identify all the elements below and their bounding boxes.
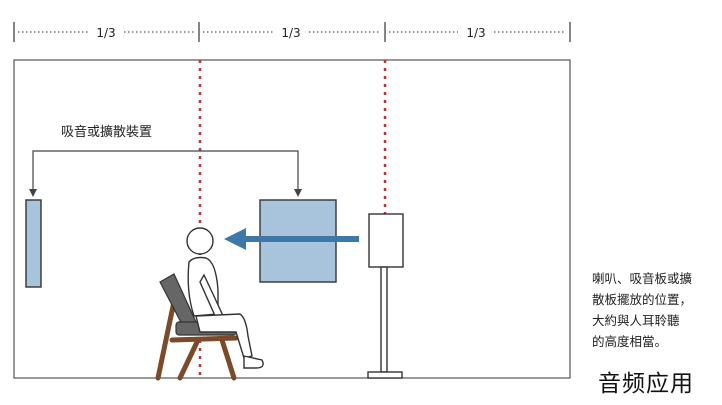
note-line-1: 喇叭、吸音板或擴 xyxy=(592,271,693,286)
watermark: 音频应用 xyxy=(598,371,694,397)
dimension-label-1: 1/3 xyxy=(96,26,115,40)
panel-bracket xyxy=(29,150,302,197)
speaker-stand-pole xyxy=(380,266,388,373)
dimension-bar: 1/3 1/3 1/3 xyxy=(13,22,571,42)
arrowhead-center-panel xyxy=(294,189,302,197)
dimension-label-3: 1/3 xyxy=(466,26,485,40)
placement-note: 喇叭、吸音板或擴 散板擺放的位置， 大約與人耳聆聽 的高度相當。 xyxy=(592,268,720,352)
listener-legs xyxy=(195,313,253,359)
room-outline xyxy=(13,59,571,379)
speaker-cabinet xyxy=(368,213,404,268)
note-line-2: 散板擺放的位置， xyxy=(592,292,693,307)
dimension-label-2: 1/3 xyxy=(281,26,300,40)
arrowhead-left-panel xyxy=(29,189,37,197)
note-line-3: 大約與人耳聆聽 xyxy=(592,313,680,328)
speaker xyxy=(367,213,404,379)
listener-foot xyxy=(243,355,264,369)
wall-absorber-panel xyxy=(25,199,42,288)
listener-head xyxy=(186,227,214,255)
listener xyxy=(186,227,264,369)
sound-direction-arrow xyxy=(224,228,359,250)
speaker-stand-base xyxy=(367,371,403,379)
panel-label: 吸音或擴散裝置 xyxy=(61,124,152,140)
note-line-4: 的高度相當。 xyxy=(592,334,668,349)
